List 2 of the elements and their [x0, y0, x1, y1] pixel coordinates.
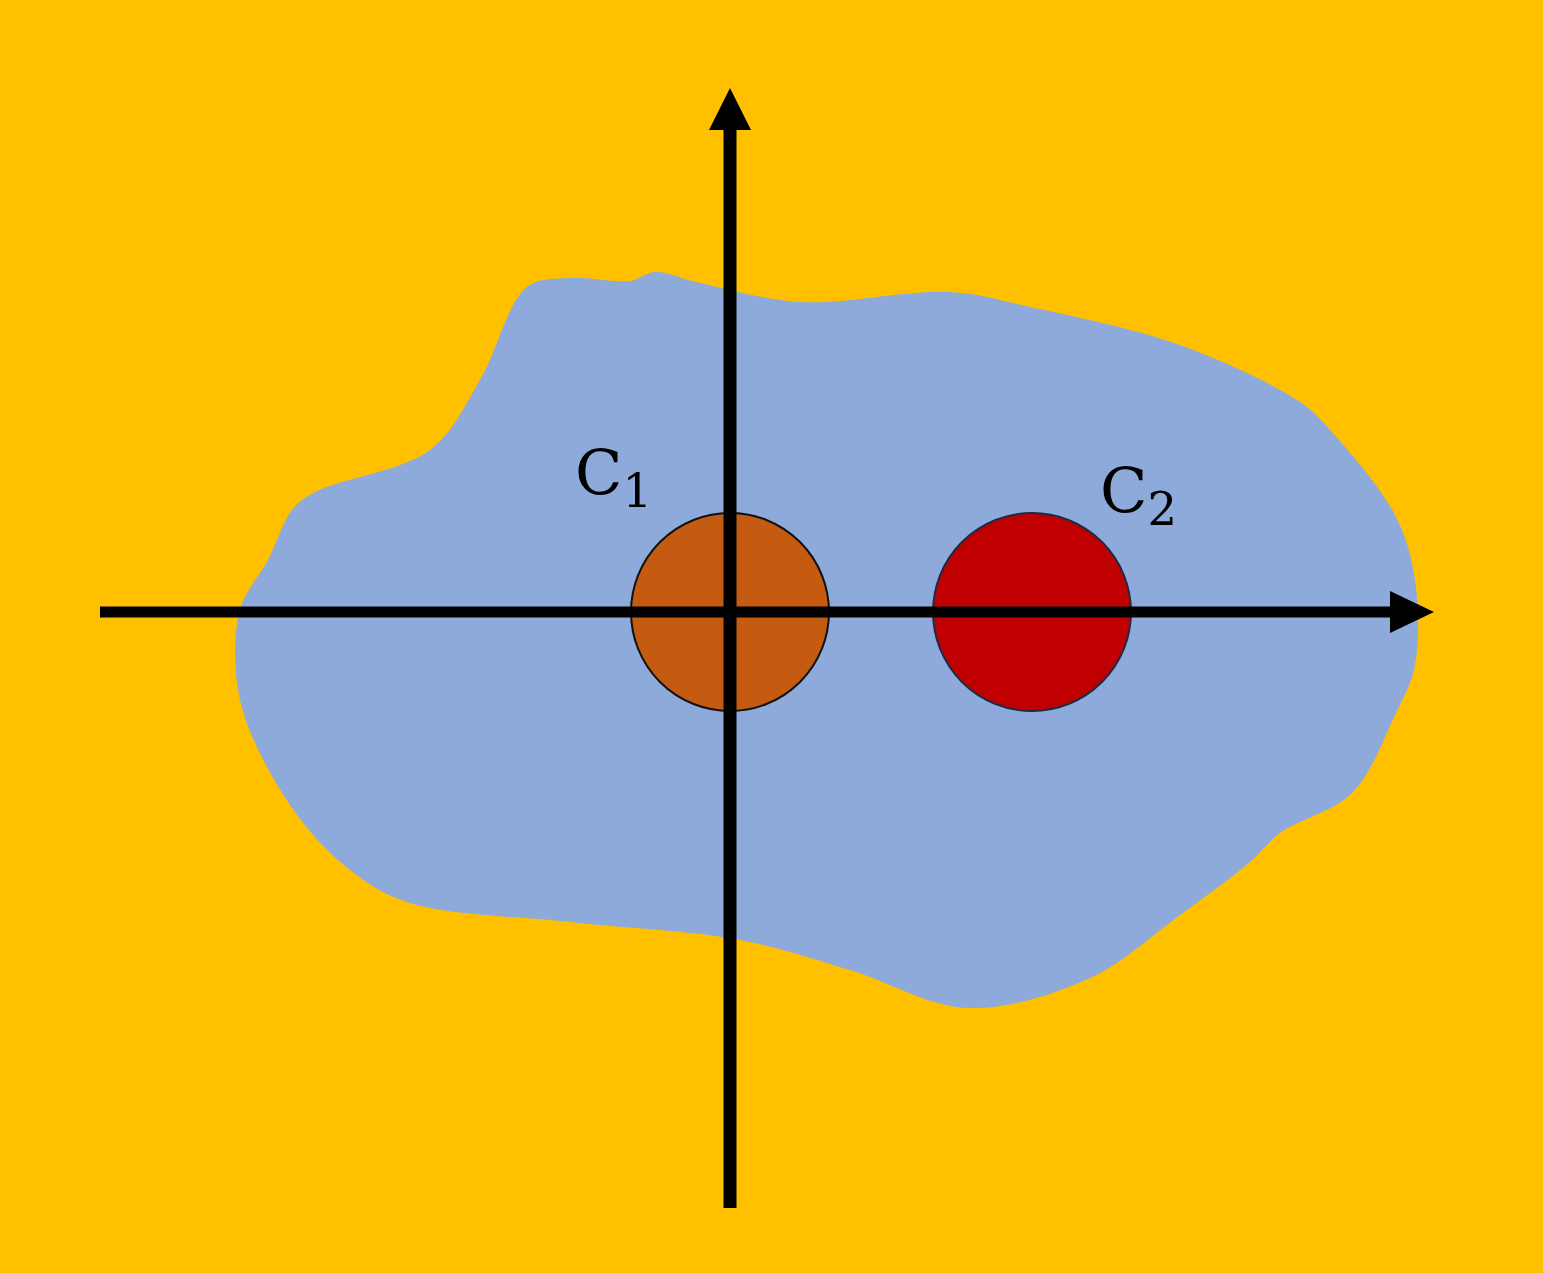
point-label: C$_{1}$: [575, 442, 653, 515]
point-label: C$_{2}$: [1100, 460, 1178, 533]
